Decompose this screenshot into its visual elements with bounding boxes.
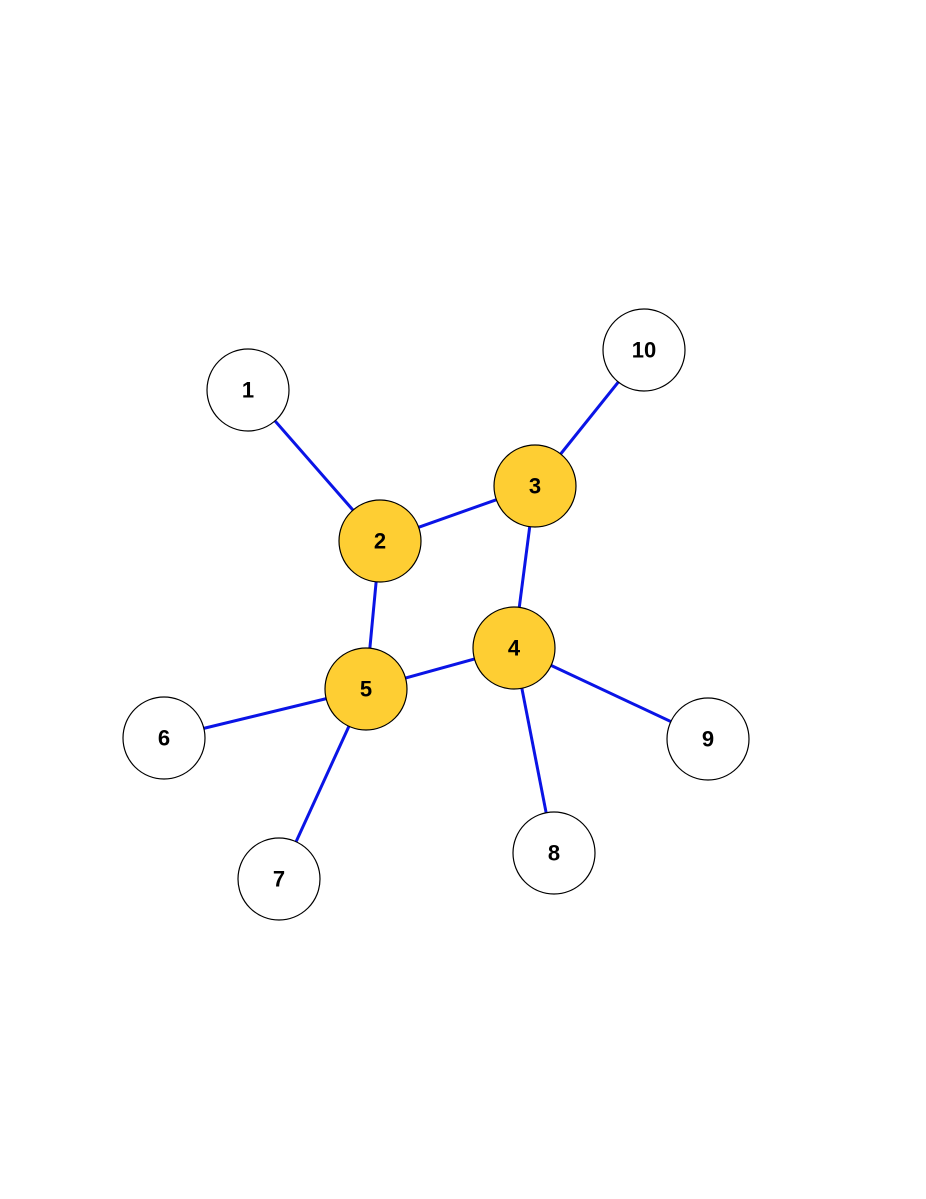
node-circle-10 [602, 308, 686, 392]
node-label-2: 2 [374, 529, 386, 554]
node-1: 1 [206, 348, 290, 432]
node-6: 6 [122, 696, 206, 780]
node-10: 10 [602, 308, 686, 392]
node-label-4: 4 [508, 636, 521, 661]
node-circle-1 [206, 348, 290, 432]
node-circle-2 [338, 499, 422, 583]
node-circle-9 [666, 697, 750, 781]
node-circle-5 [324, 647, 408, 731]
node-2: 2 [338, 499, 422, 583]
node-label-6: 6 [158, 726, 170, 751]
node-circle-6 [122, 696, 206, 780]
node-label-7: 7 [273, 867, 285, 892]
node-label-8: 8 [548, 841, 560, 866]
node-circle-7 [237, 837, 321, 921]
node-5: 5 [324, 647, 408, 731]
node-label-5: 5 [360, 677, 372, 702]
node-7: 7 [237, 837, 321, 921]
node-circle-3 [493, 444, 577, 528]
node-circle-4 [472, 606, 556, 690]
node-label-9: 9 [702, 727, 714, 752]
node-9: 9 [666, 697, 750, 781]
node-label-1: 1 [242, 378, 254, 403]
node-label-10: 10 [632, 338, 656, 363]
nodes-layer: 1 2 3 4 5 6 7 8 9 10 [122, 308, 750, 921]
node-circle-8 [512, 811, 596, 895]
node-label-3: 3 [529, 474, 541, 499]
node-4: 4 [472, 606, 556, 690]
node-8: 8 [512, 811, 596, 895]
node-3: 3 [493, 444, 577, 528]
